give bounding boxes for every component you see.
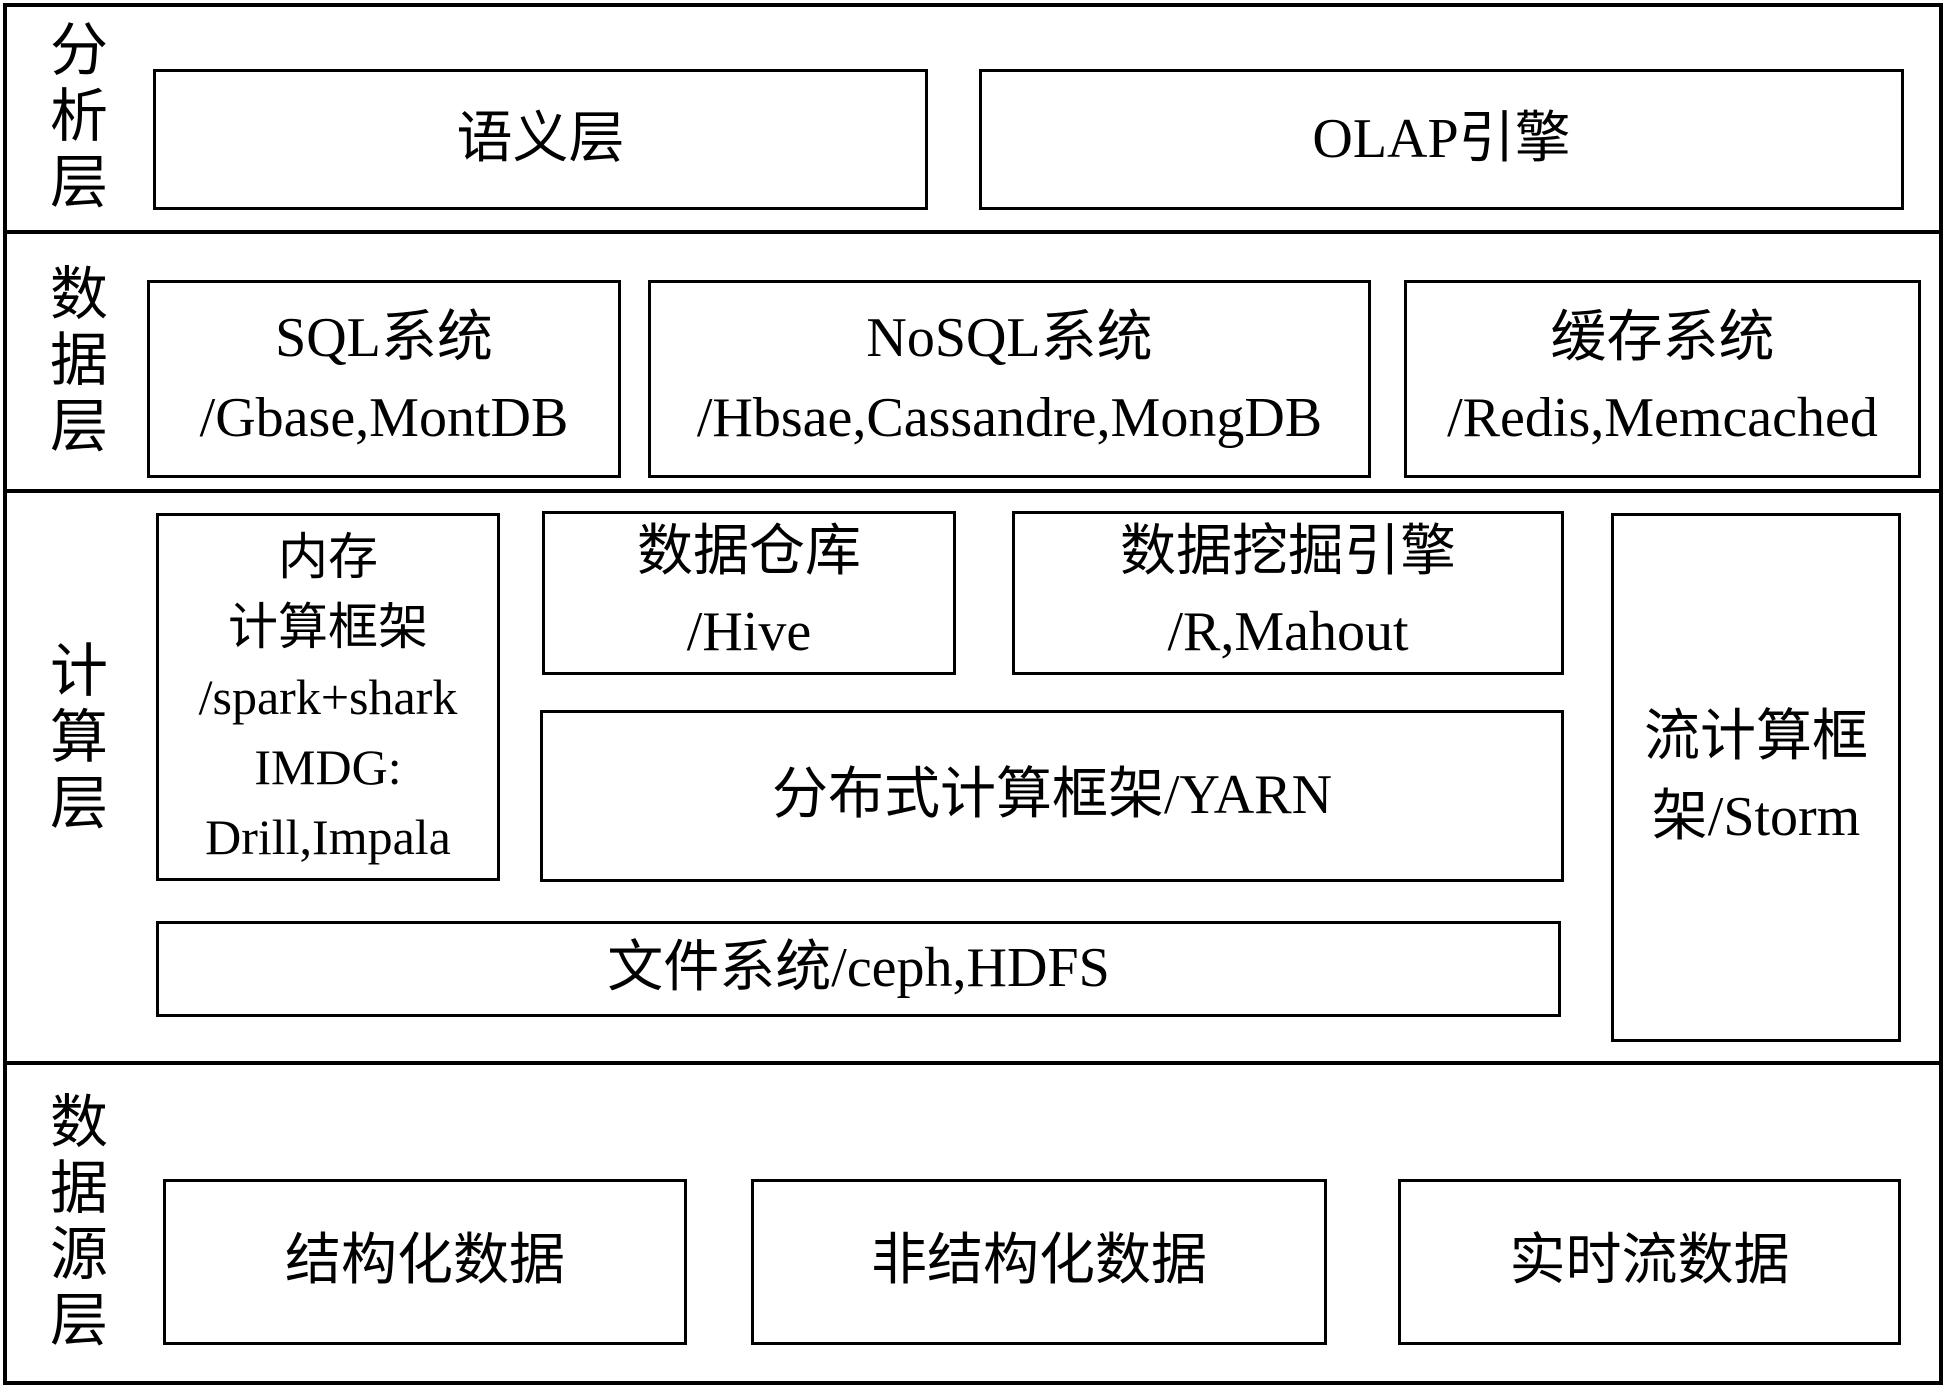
box-nosql-system-title: NoSQL系统 (866, 307, 1153, 370)
box-unstructured-data: 非结构化数据 (751, 1179, 1327, 1345)
box-nosql-system-products: /Hbsae,Cassandre,MongDB (696, 387, 1323, 449)
box-memory-compute-framework: 内存 计算框架 /spark+shark IMDG: Drill,Impala (156, 513, 500, 881)
box-stream-compute-line1: 流计算框 (1644, 705, 1868, 768)
box-data-warehouse: 数据仓库 /Hive (542, 511, 956, 675)
box-structured-data-text: 结构化数据 (285, 1230, 565, 1293)
box-memory-compute-line5: Drill,Impala (205, 809, 451, 865)
layer-divider-2 (3, 489, 1943, 493)
box-distributed-compute-framework: 分布式计算框架/YARN (540, 710, 1564, 882)
box-data-mining-products: /R,Mahout (1167, 601, 1409, 663)
box-memory-compute-line3: /spark+shark (198, 669, 458, 725)
box-memory-compute-line2: 计算框架 (228, 599, 428, 655)
box-data-warehouse-title: 数据仓库 (637, 521, 861, 584)
box-file-system: 文件系统/ceph,HDFS (156, 921, 1561, 1017)
box-olap-engine: OLAP引擎 (979, 69, 1904, 210)
box-sql-system: SQL系统 /Gbase,MontDB (147, 280, 621, 478)
layer-divider-1 (3, 230, 1943, 234)
diagram-outer-border (3, 3, 1943, 1385)
box-data-warehouse-product: /Hive (686, 601, 812, 663)
box-memory-compute-line1: 内存 (278, 529, 378, 585)
layer-label-analysis: 分析层 (49, 18, 108, 215)
box-distributed-compute-text: 分布式计算框架/YARN (771, 764, 1333, 827)
layer-label-data-source: 数据源层 (49, 1090, 108, 1353)
box-olap-engine-text: OLAP引擎 (1312, 107, 1571, 170)
box-semantic-layer-text: 语义层 (456, 107, 625, 170)
box-cache-system: 缓存系统 /Redis,Memcached (1404, 280, 1921, 478)
box-memory-compute-line4: IMDG: (254, 739, 402, 795)
layer-divider-3 (3, 1061, 1943, 1065)
box-data-mining-engine: 数据挖掘引擎 /R,Mahout (1012, 511, 1564, 675)
box-stream-compute-line2: 架/Storm (1651, 785, 1861, 848)
box-realtime-stream-data-text: 实时流数据 (1509, 1230, 1790, 1293)
box-structured-data: 结构化数据 (163, 1179, 687, 1345)
box-realtime-stream-data: 实时流数据 (1398, 1179, 1901, 1345)
box-cache-system-products: /Redis,Memcached (1447, 387, 1878, 449)
box-cache-system-title: 缓存系统 (1550, 307, 1775, 370)
box-unstructured-data-text: 非结构化数据 (871, 1230, 1207, 1293)
box-data-mining-title: 数据挖掘引擎 (1120, 521, 1456, 584)
layer-label-compute: 计算层 (49, 639, 108, 836)
layer-label-data: 数据层 (49, 262, 108, 459)
box-semantic-layer: 语义层 (153, 69, 928, 210)
box-sql-system-products: /Gbase,MontDB (199, 387, 569, 449)
box-stream-compute-framework: 流计算框 架/Storm (1611, 513, 1901, 1042)
box-nosql-system: NoSQL系统 /Hbsae,Cassandre,MongDB (648, 280, 1371, 478)
box-file-system-text: 文件系统/ceph,HDFS (607, 937, 1110, 1000)
box-sql-system-title: SQL系统 (275, 307, 493, 370)
